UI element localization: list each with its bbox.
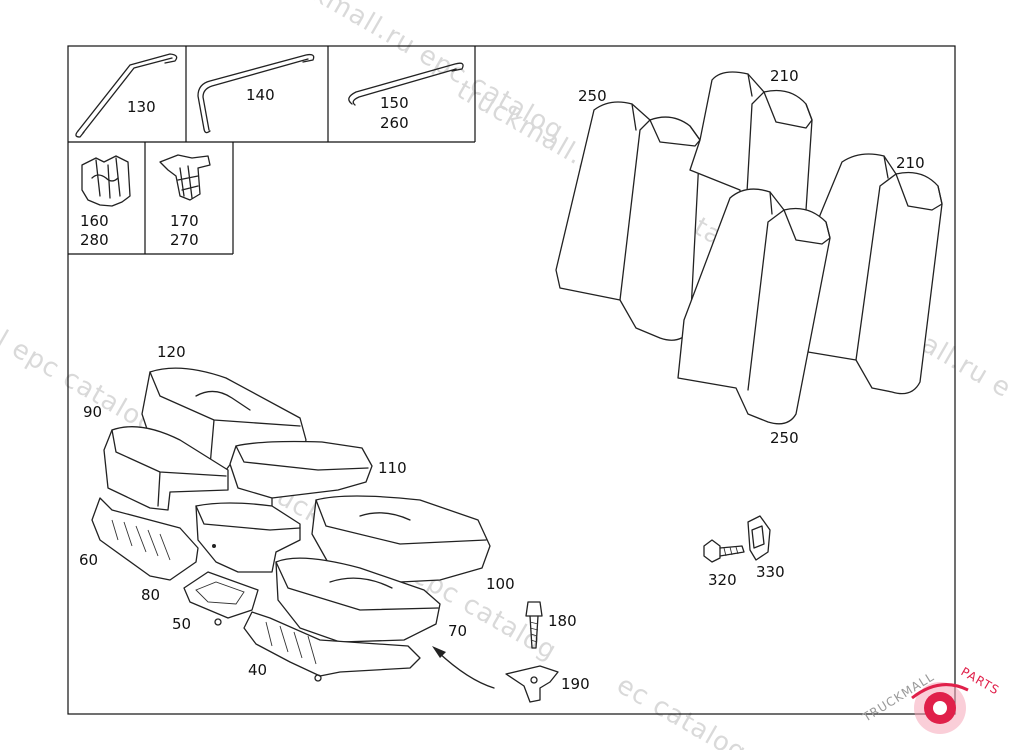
seat-back-210-right <box>807 153 943 395</box>
logo-text-parts: PARTS <box>959 664 1002 697</box>
seat-back-250-upper <box>555 101 701 341</box>
label-210-right: 210 <box>896 154 925 172</box>
label-270: 270 <box>170 231 199 249</box>
cushion-80 <box>195 502 301 573</box>
part-150-wire <box>348 62 464 106</box>
label-50: 50 <box>172 615 191 633</box>
label-130: 130 <box>127 98 156 116</box>
truckmall-logo: TRUCKMALL PARTS <box>859 664 1002 734</box>
screw-180 <box>525 601 543 649</box>
label-180: 180 <box>548 612 577 630</box>
frame-40 <box>243 611 421 682</box>
part-140-wire <box>197 53 315 134</box>
part-160-clip <box>81 155 131 207</box>
diagram-frame <box>67 45 956 715</box>
screw-320 <box>703 539 745 563</box>
label-80: 80 <box>141 586 160 604</box>
clip-330 <box>747 515 771 561</box>
arrow-pointer <box>432 646 495 689</box>
label-110: 110 <box>378 459 407 477</box>
part-130-wire <box>75 53 178 138</box>
watermark-text-b: l epc catalog <box>0 325 162 441</box>
cushion-90 <box>103 426 229 511</box>
label-120: 120 <box>157 343 186 361</box>
seat-back-250-lower <box>677 188 831 425</box>
part-170-clip <box>159 154 211 201</box>
label-280: 280 <box>80 231 109 249</box>
label-40: 40 <box>248 661 267 679</box>
label-190: 190 <box>561 675 590 693</box>
clip-190 <box>505 665 559 703</box>
label-250-upper: 250 <box>578 87 607 105</box>
label-90: 90 <box>83 403 102 421</box>
cushion-110 <box>229 440 373 517</box>
label-100: 100 <box>486 575 515 593</box>
watermark-text-d: ec catalog <box>612 670 752 750</box>
label-330: 330 <box>756 563 785 581</box>
label-260: 260 <box>380 114 409 132</box>
label-60: 60 <box>79 551 98 569</box>
tray-50 <box>183 571 259 626</box>
label-250-lower: 250 <box>770 429 799 447</box>
frame-60 <box>91 497 199 581</box>
label-150: 150 <box>380 94 409 112</box>
label-320: 320 <box>708 571 737 589</box>
label-160: 160 <box>80 212 109 230</box>
cushion-70 <box>275 557 441 643</box>
label-210-upper: 210 <box>770 67 799 85</box>
inset-boxes <box>68 46 476 255</box>
label-140: 140 <box>246 86 275 104</box>
cushion-100 <box>311 495 491 583</box>
label-70: 70 <box>448 622 467 640</box>
label-170: 170 <box>170 212 199 230</box>
